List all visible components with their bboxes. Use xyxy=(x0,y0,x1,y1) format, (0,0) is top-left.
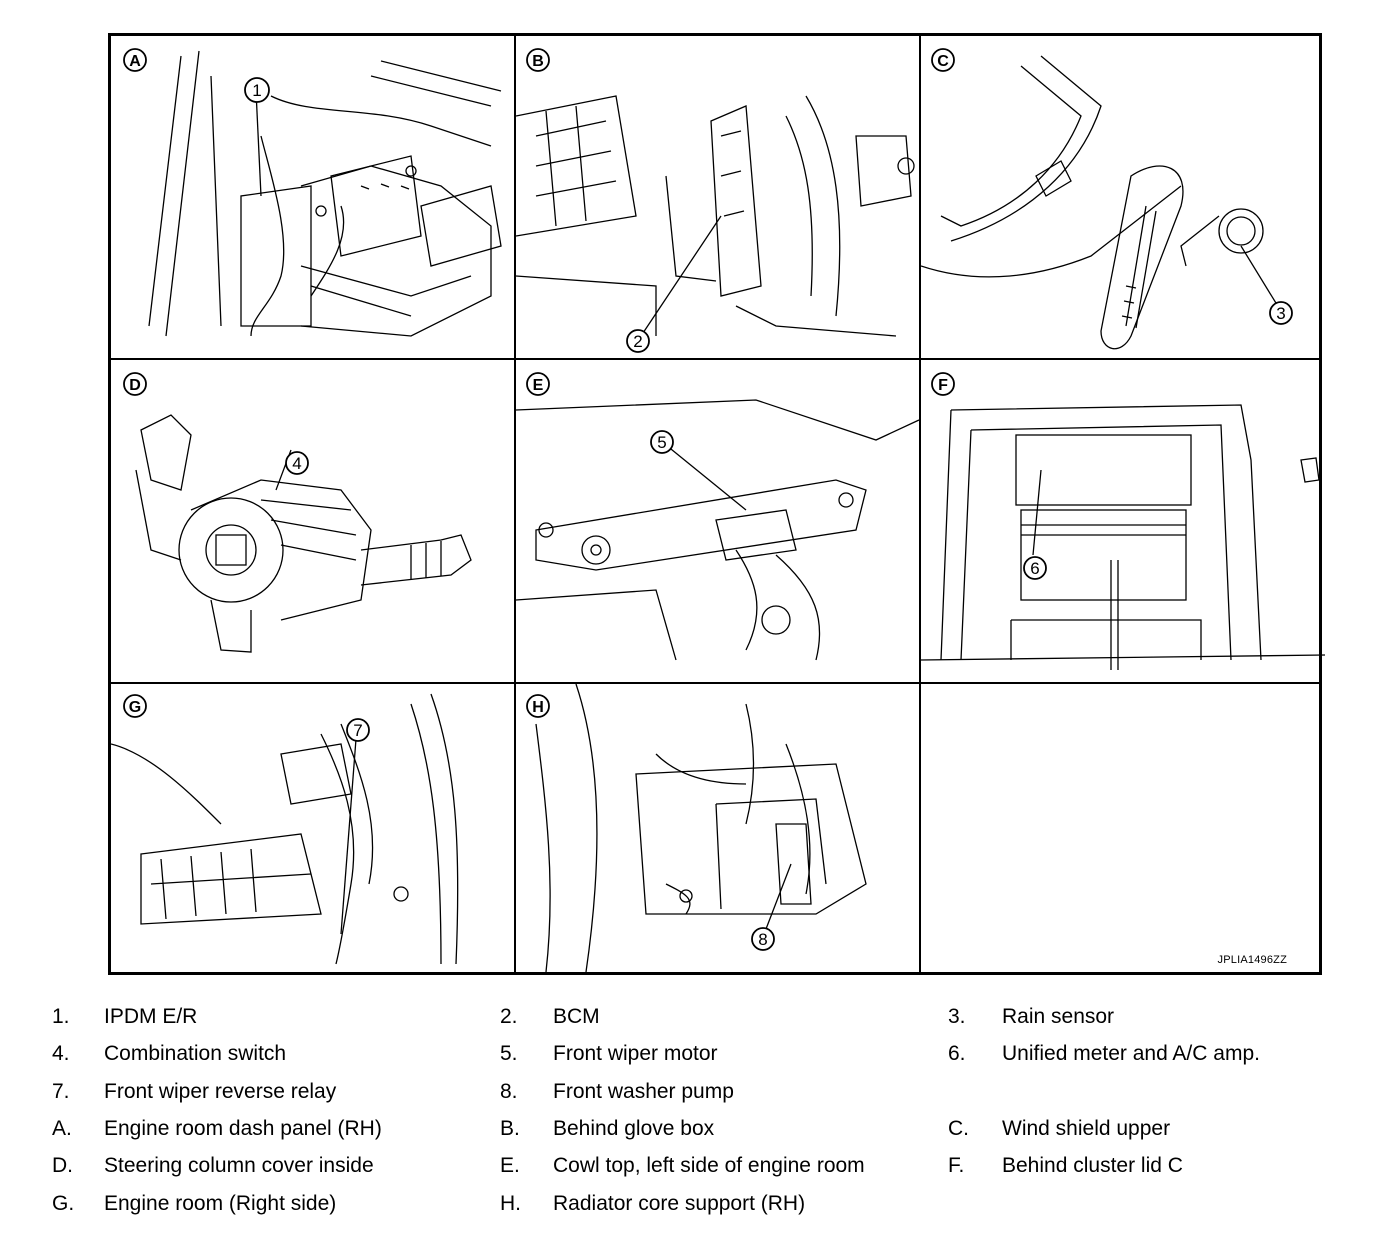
panel-e-letter: E xyxy=(533,377,544,394)
legend-text: Rain sensor xyxy=(1002,1005,1115,1028)
legend-row: A. Engine room dash panel (RH) B. Behind… xyxy=(0,1117,1376,1147)
legend-number: 6. xyxy=(948,1042,966,1065)
legend-text: Unified meter and A/C amp. xyxy=(1002,1042,1260,1065)
legend-number: 3. xyxy=(948,1005,966,1028)
legend-row: D. Steering column cover inside E. Cowl … xyxy=(0,1154,1376,1184)
panel-d-letter: D xyxy=(129,377,141,394)
callout-bubble xyxy=(346,718,370,742)
panel-a-callout: 1 xyxy=(252,81,261,100)
behind-glove-box-drawing: 2 B xyxy=(516,48,915,353)
legend-text: Radiator core support (RH) xyxy=(553,1192,806,1215)
steering-column-cover-drawing: 4 D xyxy=(123,372,472,653)
panel-e: 5 E xyxy=(516,360,919,682)
panel-h-letter: H xyxy=(532,699,544,716)
legend-number: 5. xyxy=(500,1042,518,1065)
callout-bubble xyxy=(285,451,309,475)
behind-cluster-lid-drawing: 6 F xyxy=(921,372,1325,670)
panel-a: 1 A xyxy=(111,36,514,358)
legend-text: Front washer pump xyxy=(553,1080,734,1103)
legend-row: 1. IPDM E/R 2. BCM 3. Rain sensor xyxy=(0,1005,1376,1035)
panel-b: 2 B xyxy=(516,36,919,358)
panel-g: 7 G xyxy=(111,684,514,972)
legend-text: Behind glove box xyxy=(553,1117,715,1140)
callout-bubble xyxy=(244,77,270,103)
panel-b-letter: B xyxy=(532,53,544,70)
panel-d: 4 D xyxy=(111,360,514,682)
figure-code: JPLIA1496ZZ xyxy=(1217,954,1287,966)
panel-g-callout: 7 xyxy=(353,721,362,740)
panel-c: 3 C xyxy=(921,36,1325,358)
legend-text: Behind cluster lid C xyxy=(1002,1154,1183,1177)
grid-divider-horizontal-2 xyxy=(111,682,1319,684)
legend-number: 2. xyxy=(500,1005,518,1028)
legend-text: Front wiper motor xyxy=(553,1042,718,1065)
legend-text: BCM xyxy=(553,1005,600,1028)
legend-text: Engine room dash panel (RH) xyxy=(104,1117,382,1140)
panel-a-letter: A xyxy=(129,53,141,70)
legend-number: G. xyxy=(52,1192,75,1215)
panel-f: 6 F xyxy=(921,360,1325,682)
legend-row: 7. Front wiper reverse relay 8. Front wa… xyxy=(0,1080,1376,1110)
panel-letter-bubble xyxy=(931,48,955,72)
panel-letter-bubble xyxy=(526,48,550,72)
legend-text: IPDM E/R xyxy=(104,1005,198,1028)
legend-number: B. xyxy=(500,1117,520,1140)
legend-row: G. Engine room (Right side) H. Radiator … xyxy=(0,1192,1376,1222)
grid-divider-horizontal-1 xyxy=(111,358,1319,360)
engine-room-right-side-drawing: 7 G xyxy=(111,693,459,965)
panel-letter-bubble xyxy=(526,372,550,396)
legend-text: Front wiper reverse relay xyxy=(104,1080,337,1103)
legend-number: 7. xyxy=(52,1080,70,1103)
panel-letter-bubble xyxy=(123,372,147,396)
panel-h-callout: 8 xyxy=(758,930,767,949)
panel-letter-bubble xyxy=(123,694,147,718)
legend-text: Steering column cover inside xyxy=(104,1154,374,1177)
panel-f-letter: F xyxy=(938,377,948,394)
callout-bubble xyxy=(650,430,674,454)
component-location-figure: 1 A 2 B xyxy=(108,33,1325,975)
legend-number: H. xyxy=(500,1192,521,1215)
panel-d-callout: 4 xyxy=(292,454,301,473)
callout-bubble xyxy=(1023,556,1047,580)
callout-bubble xyxy=(626,329,650,353)
radiator-core-support-drawing: 8 H xyxy=(526,684,867,972)
grid-divider-vertical-1 xyxy=(514,36,516,972)
callout-bubble xyxy=(1269,301,1293,325)
panel-c-callout: 3 xyxy=(1276,304,1285,323)
legend-row: 4. Combination switch 5. Front wiper mot… xyxy=(0,1042,1376,1072)
panel-h: 8 H xyxy=(516,684,919,972)
panel-b-callout: 2 xyxy=(633,332,642,351)
legend-number: A. xyxy=(52,1117,72,1140)
panel-f-callout: 6 xyxy=(1030,559,1039,578)
engine-room-dash-panel-drawing: 1 A xyxy=(123,48,502,337)
legend-text: Cowl top, left side of engine room xyxy=(553,1154,865,1177)
panel-e-callout: 5 xyxy=(657,433,666,452)
legend-number: C. xyxy=(948,1117,969,1140)
legend-number: D. xyxy=(52,1154,73,1177)
panel-c-letter: C xyxy=(937,53,949,70)
legend-number: 8. xyxy=(500,1080,518,1103)
grid-divider-vertical-2 xyxy=(919,36,921,972)
legend-number: 1. xyxy=(52,1005,70,1028)
legend-text: Wind shield upper xyxy=(1002,1117,1171,1140)
legend-text: Engine room (Right side) xyxy=(104,1192,337,1215)
legend-number: 4. xyxy=(52,1042,70,1065)
legend-text: Combination switch xyxy=(104,1042,287,1065)
wind-shield-upper-drawing: 3 C xyxy=(921,48,1293,350)
panel-g-letter: G xyxy=(129,699,141,716)
callout-bubble xyxy=(751,927,775,951)
legend-number: E. xyxy=(500,1154,520,1177)
legend-number: F. xyxy=(948,1154,965,1177)
cowl-top-drawing: 5 E xyxy=(516,372,919,661)
panel-letter-bubble xyxy=(123,48,147,72)
panel-letter-bubble xyxy=(931,372,955,396)
panel-letter-bubble xyxy=(526,694,550,718)
